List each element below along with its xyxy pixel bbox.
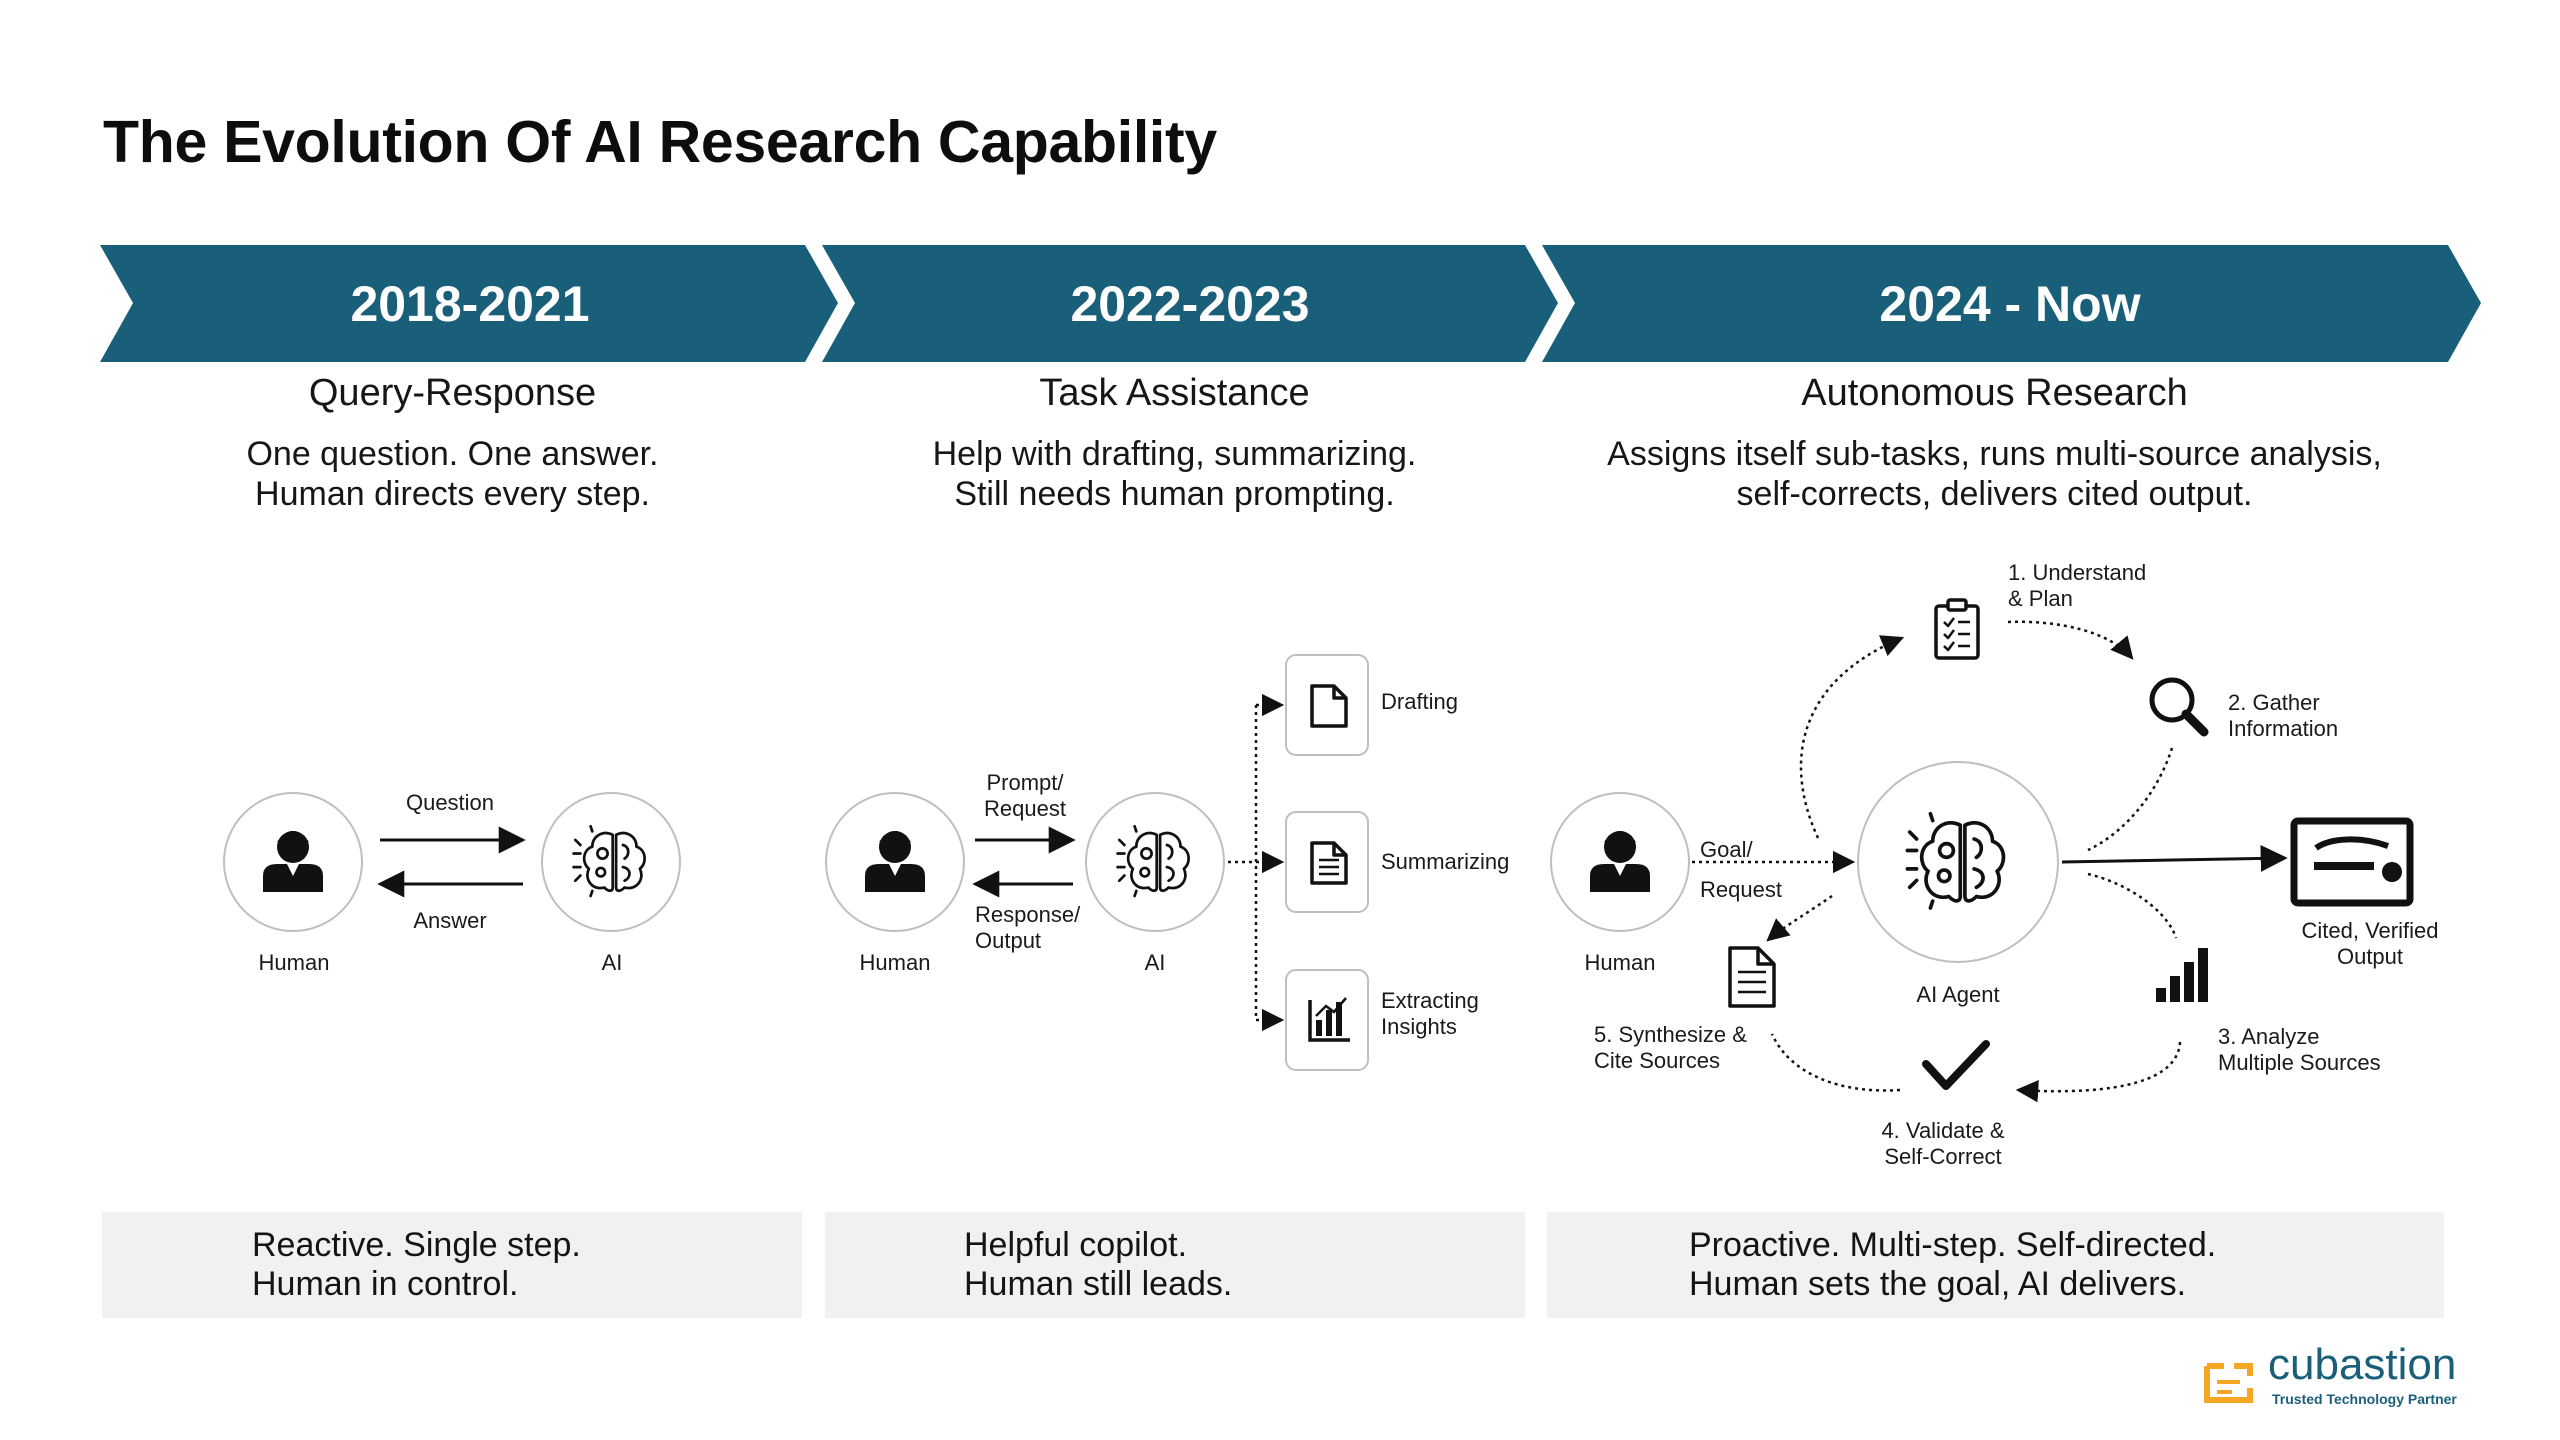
magnifier-icon (2149, 677, 2209, 737)
step-4-label: 4. Validate &Self-Correct (1881, 1118, 2005, 1169)
stage-1-diagram (223, 792, 681, 932)
stage-1-description: One question. One answer.Human directs e… (246, 435, 659, 513)
arc-agent-to-synthesize (1766, 894, 1833, 942)
summary-text-stage-1: Reactive. Single step.Human in control. (252, 1226, 581, 1303)
ai-agent-label: AI Agent (1916, 982, 2000, 1007)
arc-validate-to-synthesize (1770, 1033, 1901, 1092)
summary-text-stage-2: Helpful copilot.Human still leads. (964, 1226, 1233, 1303)
summary-doc-icon (1310, 841, 1348, 885)
summary-text-stage-3: Proactive. Multi-step. Self-directed.Hum… (1689, 1226, 2217, 1303)
summary-panel-stage-1 (102, 1212, 802, 1318)
arc-gather-to-agent (2087, 747, 2174, 852)
cubastion-logo-mark (2204, 1363, 2253, 1403)
logo-name: cubastion (2268, 1340, 2457, 1389)
human-label: Human (859, 950, 931, 975)
ai-agent-node (1857, 761, 2059, 963)
stage-3-description: Assigns itself sub-tasks, runs multi-sou… (1607, 435, 2382, 513)
ai-label: AI (1144, 950, 1166, 975)
goal-label: Goal/Request (1700, 837, 1782, 902)
chevron-stage-2 (822, 245, 1558, 362)
ai-node (1085, 792, 1225, 932)
human-label: Human (258, 950, 330, 975)
stage-1-title: Query-Response (308, 372, 597, 414)
analyze-bars-icon (2156, 948, 2208, 1002)
logo-tagline: Trusted Technology Partner (2272, 1391, 2457, 1407)
stage-3-diagram (1550, 598, 2414, 1103)
stage-2-title: Task Assistance (1039, 372, 1310, 414)
summary-panel-stage-3 (1547, 1212, 2444, 1318)
stage-2-description: Help with drafting, summarizing.Still ne… (932, 435, 1417, 513)
response-label: Response/Output (975, 902, 1081, 953)
arc-agent-to-analyze (2087, 872, 2178, 939)
step-1-label: 1. Understand& Plan (2008, 560, 2147, 611)
chevron-stage-1 (100, 245, 838, 362)
answer-label: Answer (413, 908, 487, 933)
document-icon (1310, 684, 1348, 728)
certificate-icon (2290, 817, 2414, 907)
checkmark-icon (1922, 1040, 1990, 1090)
ai-label: AI (601, 950, 623, 975)
output-arrow (2061, 844, 2288, 872)
summary-panel-stage-2 (825, 1212, 1525, 1318)
citation-doc-icon (1728, 946, 1776, 1008)
clipboard-icon (1934, 598, 1980, 660)
bar-chart-icon (1308, 997, 1350, 1042)
stage-3-title: Autonomous Research (1801, 372, 2188, 414)
task-label-drafting: Drafting (1381, 689, 1459, 714)
period-stage-2: 2022-2023 (1070, 275, 1310, 332)
arc-analyze-to-validate (2015, 1041, 2182, 1103)
question-label: Question (405, 790, 495, 815)
chevron-stage-3 (1542, 245, 2481, 362)
period-stage-1: 2018-2021 (350, 275, 590, 332)
task-box-drafting (1285, 654, 1369, 756)
prompt-label: Prompt/Request (984, 770, 1066, 821)
ai-node (541, 792, 681, 932)
human-label: Human (1584, 950, 1656, 975)
stage-2-diagram (825, 654, 1369, 1071)
page-title: The Evolution Of AI Research Capability (103, 109, 1217, 175)
task-box-summarizing (1285, 811, 1369, 913)
task-label-summarizing: Summarizing (1381, 849, 1510, 874)
step-5-label: 5. Synthesize &Cite Sources (1594, 1022, 1747, 1073)
period-stage-3: 2024 - Now (1879, 275, 2141, 332)
arc-plan-to-gather (2007, 620, 2134, 660)
